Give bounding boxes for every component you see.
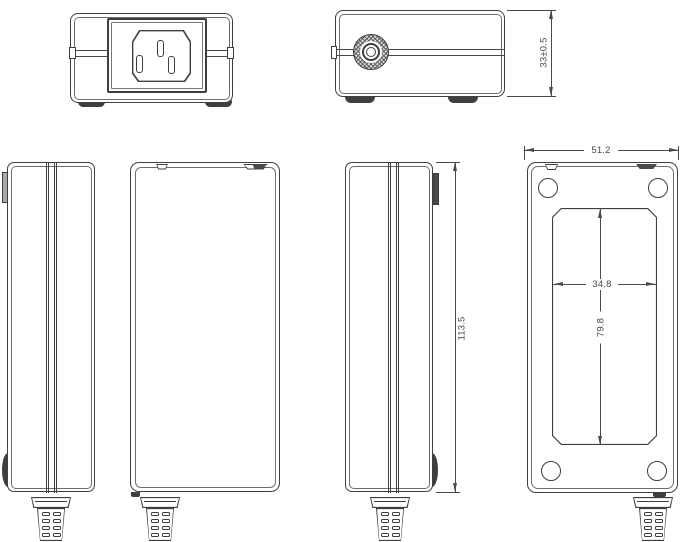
strain-relief-ribs (37, 508, 65, 541)
parting-line-tab (227, 47, 234, 59)
foot-boss (647, 461, 667, 481)
strain-relief (633, 497, 673, 542)
extension-line (524, 146, 525, 160)
strain-relief-ribs (146, 508, 174, 541)
dimension-arrow-right-icon (646, 282, 655, 286)
dimension-label-height: 33±0.5 (538, 37, 550, 68)
strain-relief-ribs (639, 508, 667, 541)
enclosure-inner-line (10, 165, 92, 489)
label-recess (552, 208, 657, 445)
top-bushing-mark (252, 163, 266, 169)
extension-line (507, 10, 556, 11)
dimension-arrow-right-icon (669, 148, 678, 152)
iec-ground-pin-slot (157, 40, 164, 57)
dimension-label-recess-width: 34.8 (586, 278, 618, 290)
strain-relief (140, 497, 180, 542)
dimension-arrow-down-icon (453, 483, 457, 492)
dimension-line (551, 10, 552, 97)
strain-relief-ribs (376, 508, 404, 541)
enclosure-outline (7, 162, 95, 492)
foot-boss (541, 461, 561, 481)
dimension-label-length: 113.5 (456, 315, 467, 341)
extension-line (678, 146, 679, 160)
iec-neutral-pin-slot (168, 56, 175, 74)
enclosure-inner-line (531, 166, 674, 489)
rubber-foot (78, 99, 105, 107)
parting-line-tab (69, 47, 76, 59)
enclosure-inner-line (348, 165, 430, 489)
extension-line (436, 162, 460, 163)
bushing-edge-profile (433, 173, 439, 205)
strain-relief (370, 497, 410, 542)
top-bushing-mark (636, 164, 657, 169)
iec-line-pin-slot (136, 55, 143, 73)
parting-line (335, 55, 505, 56)
dimension-arrow-up-icon (598, 209, 602, 218)
top-chamfer-mark (545, 164, 558, 170)
rubber-foot (345, 94, 375, 103)
parting-line (388, 163, 391, 493)
dimension-arrow-up-icon (453, 162, 457, 171)
dimension-arrow-left-icon (554, 282, 563, 286)
extension-line (507, 96, 556, 97)
dc-cable-bore (366, 47, 376, 57)
top-chamfer-mark (156, 163, 168, 170)
dimension-arrow-left-icon (525, 148, 534, 152)
parting-line (395, 163, 399, 493)
foot-boss (648, 178, 668, 198)
cable-exit-shadow (131, 492, 140, 497)
inlet-recess-inner-line (110, 21, 204, 90)
strain-relief (31, 497, 71, 542)
extension-line (436, 491, 460, 493)
parting-line (335, 49, 505, 50)
strain-relief-collar (370, 497, 410, 508)
strain-relief-collar (31, 497, 71, 508)
dimension-label-width: 51.2 (584, 144, 618, 156)
enclosure-outline (345, 162, 433, 492)
rubber-foot (205, 99, 232, 107)
dimension-arrow-up-icon (549, 10, 553, 19)
dimension-arrow-down-icon (598, 436, 602, 445)
parting-line (46, 163, 49, 493)
strain-relief-collar (140, 497, 180, 508)
dimension-arrow-down-icon (549, 87, 553, 96)
enclosure-inner-line (338, 13, 502, 94)
dimension-label-recess-length: 79.8 (595, 311, 606, 343)
foot-edge-profile (432, 453, 438, 487)
rubber-foot (448, 94, 478, 103)
enclosure-outline (130, 162, 280, 492)
cable-exit-shadow (653, 492, 666, 497)
parting-line (54, 163, 57, 493)
dimension-line (455, 162, 456, 492)
foot-edge-profile (2, 453, 8, 487)
foot-boss (538, 178, 558, 198)
parting-line-tab (331, 46, 337, 59)
enclosure-inner-line (134, 166, 276, 488)
strain-relief-collar (633, 497, 673, 508)
